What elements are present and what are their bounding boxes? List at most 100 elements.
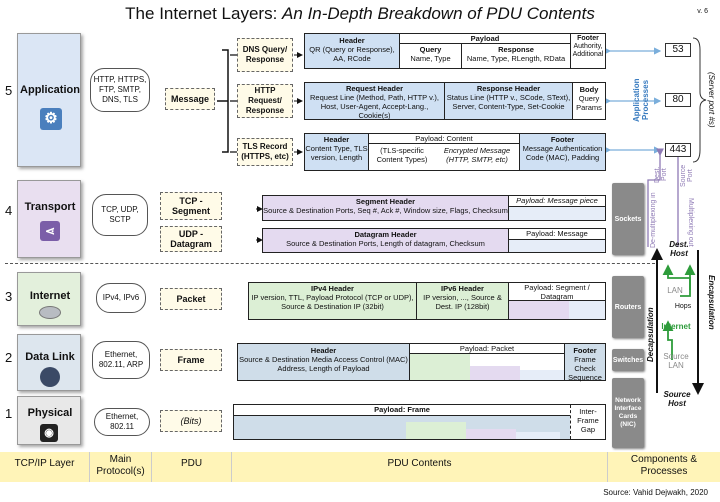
column-label-pdu: PDU	[152, 452, 232, 482]
tls-encrypted-message: Encrypted Message (HTTP, SMTP, etc)	[443, 146, 511, 164]
ipv4-header-body: IP version, TTL, Payload Protocol (TCP o…	[251, 293, 414, 311]
bits-fill-purple	[466, 429, 516, 439]
share-icon: ⋖	[40, 221, 60, 241]
frame-footer-body: Frame Check Sequence	[568, 355, 602, 382]
tls-header-body: Content Type, TLS version, Length	[305, 144, 368, 162]
pdu-packet: Packet	[160, 288, 222, 310]
layer-number-5: 5	[5, 83, 13, 98]
app-dns-label: DNS Query/ Response	[237, 38, 293, 72]
dest-port-label: Dest. Port	[654, 166, 668, 184]
frame-payload-fill-blue	[520, 370, 564, 380]
router-icon	[39, 306, 61, 319]
http-response-body: Status Line (HTTP v., SCode, SText), Ser…	[446, 93, 571, 111]
layer-label-physical: Physical	[27, 407, 73, 419]
dest-host-label: Dest. Host	[669, 240, 689, 258]
pdu-message: Message	[165, 88, 215, 110]
packet-payload: Payload: Segment / Datagram	[509, 283, 605, 301]
segment-payload-fill	[509, 207, 605, 220]
layer-box-transport: Transport ⋖	[17, 180, 81, 258]
mux-label: Multiplexing out	[687, 197, 694, 247]
datagram-payload-fill	[509, 240, 605, 252]
host-separator-line	[5, 263, 655, 264]
ipv4-header-title: IPv4 Header	[311, 284, 354, 293]
http-request-body: Request Line (Method, Path, HTTP v.), Ho…	[310, 93, 439, 120]
datagram-header-title: Datagram Header	[354, 230, 417, 239]
ipv6-header-body: IP version, ..., Source & Dest. IP (128b…	[423, 293, 502, 311]
dns-payload: Payload	[400, 34, 570, 44]
layer-label-application: Application	[20, 84, 80, 96]
hops-label: Hops	[674, 303, 692, 310]
source-host-label: Source Host	[663, 390, 691, 408]
server-port-label: (Server port #s)	[707, 72, 716, 128]
layer-number-3: 3	[5, 289, 13, 304]
ipv6-header-title: IPv6 Header	[441, 284, 484, 293]
diagram-title: The Internet Layers: An In-Depth Breakdo…	[125, 4, 595, 23]
http-body-body: Query Params	[576, 94, 602, 112]
protocol-cloud-application: HTTP, HTTPS, FTP, SMTP, DNS, TLS	[90, 68, 150, 112]
pdu-tcp-segment: TCP - Segment	[160, 192, 222, 220]
dns-header-title: Header	[339, 36, 365, 45]
tls-footer-title: Footer	[550, 135, 575, 144]
layer-number-4: 4	[5, 203, 13, 218]
http-request-title: Request Header	[345, 84, 404, 93]
layer-label-internet: Internet	[29, 290, 71, 302]
frame-footer-title: Footer	[573, 346, 597, 355]
layer-number-2: 2	[5, 350, 13, 365]
frame-payload-fill-green	[410, 354, 470, 380]
segment-header-title: Segment Header	[355, 197, 416, 206]
column-label-layer: TCP/IP Layer	[0, 452, 90, 482]
switches-box: Switches	[612, 349, 644, 371]
gear-icon: ⚙	[40, 108, 62, 130]
tls-payload: Payload: Content	[369, 134, 519, 144]
bits-payload: Payload: Frame	[234, 405, 570, 416]
layer-box-application: Application ⚙	[17, 33, 81, 167]
lan-label: LAN	[667, 286, 683, 295]
layer-box-internet: Internet	[17, 272, 81, 326]
column-label-components: Components & Processes	[608, 452, 720, 482]
dns-response-body: Name, Type, RLength, RData	[466, 54, 566, 63]
bits-content: Payload: Frame Inter-Frame Gap	[233, 404, 606, 440]
pdu-bits: (Bits)	[160, 410, 222, 432]
source-port-label: Source Port	[680, 164, 694, 188]
datagram-payload: Payload: Message	[509, 229, 605, 240]
protocol-cloud-internet: IPv4, IPv6	[96, 283, 146, 313]
bits-fill-green	[406, 422, 466, 439]
tls-header-title: Header	[323, 135, 350, 144]
app-tls-label: TLS Record (HTTPS, etc)	[237, 138, 293, 166]
dns-query-title: Query	[419, 45, 442, 54]
http-response-title: Response Header	[476, 84, 541, 93]
bits-fill-blue	[516, 432, 560, 439]
layer-box-data-link: Data Link	[17, 334, 81, 391]
application-processes-label: Application Processes	[632, 78, 650, 122]
nic-box: Network Interface Cards (NIC)	[612, 378, 644, 448]
protocol-cloud-data-link: Ethernet, 802.11, ARP	[92, 341, 150, 379]
packet-payload-fill-blue	[569, 301, 605, 319]
app-http-label: HTTP Request/ Response	[237, 84, 293, 118]
layer-label-data-link: Data Link	[25, 351, 75, 363]
dns-response-title: Response	[498, 45, 534, 54]
frame-payload: Payload: Packet	[410, 344, 564, 354]
sockets-box: Sockets	[612, 183, 644, 255]
routers-box: Routers	[612, 276, 644, 338]
encapsulation-label: Encapsulation	[707, 274, 716, 330]
layer-box-physical: Physical ◉	[17, 396, 81, 445]
